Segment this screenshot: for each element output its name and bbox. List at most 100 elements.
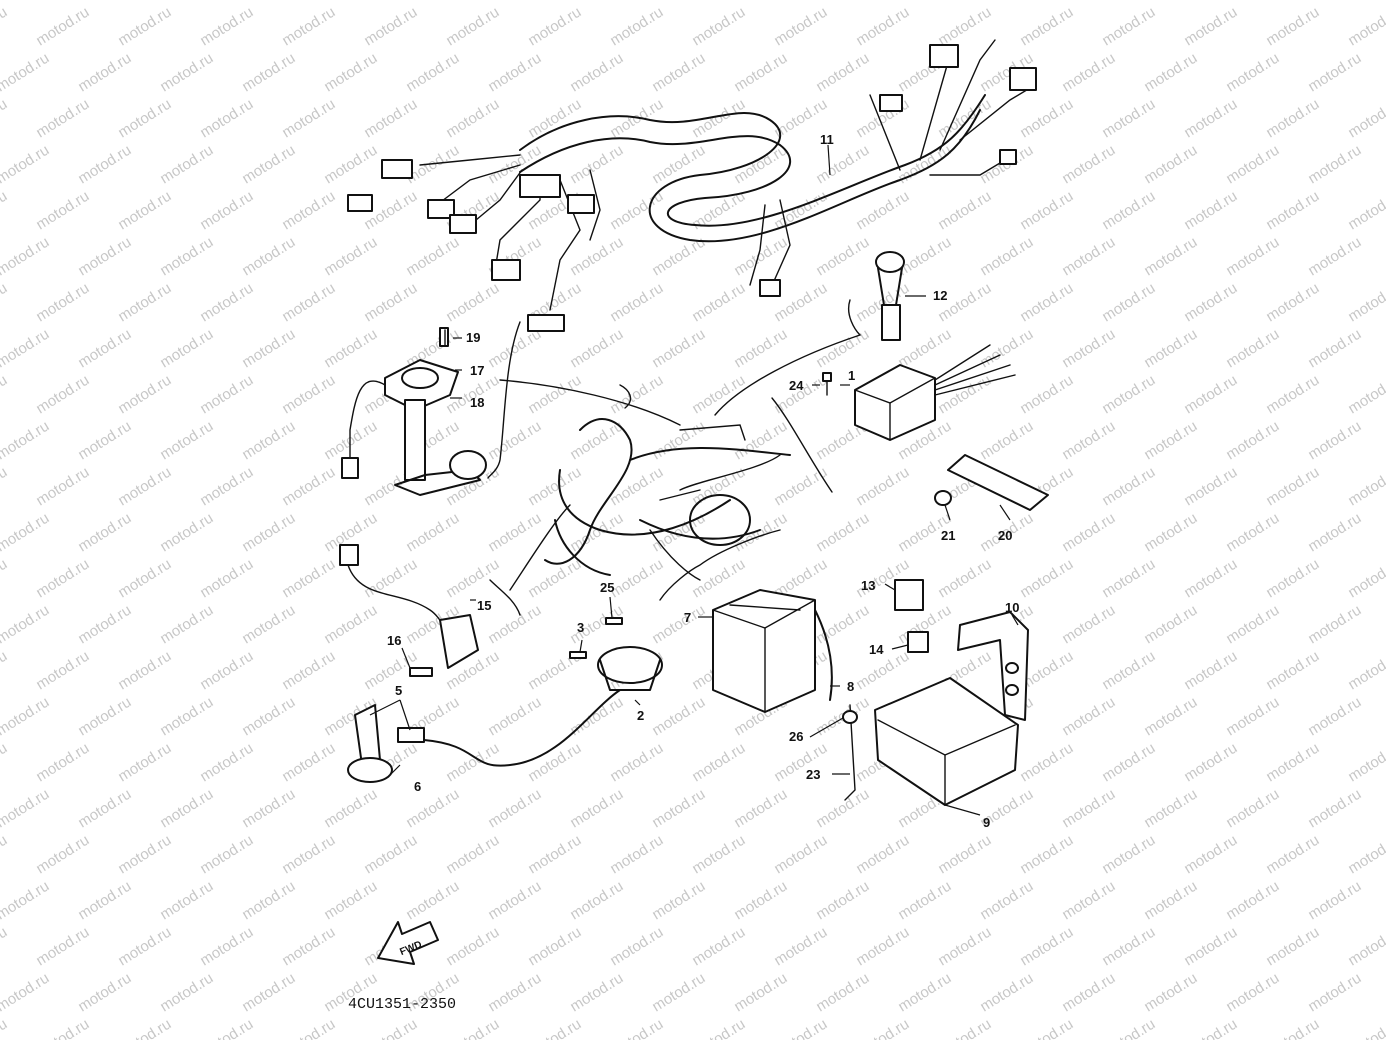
- watermark-text: motod.ru: [1059, 970, 1118, 1016]
- callout-11: 11: [820, 132, 834, 147]
- watermark-text: motod.ru: [485, 510, 544, 556]
- callout-26: 26: [789, 729, 803, 744]
- watermark-text: motod.ru: [0, 372, 10, 418]
- watermark-text: motod.ru: [485, 694, 544, 740]
- watermark-text: motod.ru: [1305, 418, 1364, 464]
- watermark-text: motod.ru: [853, 924, 912, 970]
- watermark-text: motod.ru: [1017, 556, 1076, 602]
- watermark-text: motod.ru: [197, 556, 256, 602]
- watermark-text: motod.ru: [1181, 372, 1240, 418]
- watermark-text: motod.ru: [115, 648, 174, 694]
- callout-6: 6: [414, 779, 421, 794]
- watermark-text: motod.ru: [731, 142, 790, 188]
- watermark-text: motod.ru: [731, 50, 790, 96]
- watermark-text: motod.ru: [771, 188, 830, 234]
- watermark-text: motod.ru: [1141, 510, 1200, 556]
- watermark-text: motod.ru: [1099, 832, 1158, 878]
- watermark-text: motod.ru: [0, 924, 10, 970]
- watermark-text: motod.ru: [731, 0, 790, 3]
- watermark-text: motod.ru: [1223, 510, 1282, 556]
- watermark-text: motod.ru: [361, 556, 420, 602]
- watermark-text: motod.ru: [0, 556, 10, 602]
- watermark-text: motod.ru: [771, 740, 830, 786]
- watermark-text: motod.ru: [321, 50, 380, 96]
- small-bolts: [444, 329, 832, 396]
- watermark-text: motod.ru: [1059, 326, 1118, 372]
- watermark-text: motod.ru: [1099, 648, 1158, 694]
- watermark-text: motod.ru: [321, 878, 380, 924]
- watermark-text: motod.ru: [197, 372, 256, 418]
- watermark-text: motod.ru: [443, 280, 502, 326]
- watermark-text: motod.ru: [197, 924, 256, 970]
- watermark-text: motod.ru: [197, 4, 256, 50]
- watermark-text: motod.ru: [935, 4, 994, 50]
- watermark-text: motod.ru: [1263, 740, 1322, 786]
- watermark-text: motod.ru: [0, 510, 52, 556]
- watermark-text: motod.ru: [321, 142, 380, 188]
- watermark-text: motod.ru: [75, 970, 134, 1016]
- watermark-text: motod.ru: [1059, 602, 1118, 648]
- part-20-plate: [934, 454, 1049, 511]
- watermark-text: motod.ru: [649, 694, 708, 740]
- watermark-text: motod.ru: [813, 234, 872, 280]
- wire-harness-part-11: [347, 39, 1037, 332]
- watermark-text: motod.ru: [771, 924, 830, 970]
- watermark-text: motod.ru: [1345, 832, 1386, 878]
- watermark-text: motod.ru: [443, 832, 502, 878]
- watermark-text: motod.ru: [1345, 464, 1386, 510]
- watermark-text: motod.ru: [1059, 142, 1118, 188]
- watermark-text: motod.ru: [1017, 740, 1076, 786]
- watermark-text: motod.ru: [0, 96, 10, 142]
- watermark-text: motod.ru: [0, 1016, 10, 1040]
- watermark-text: motod.ru: [115, 832, 174, 878]
- watermark-text: motod.ru: [1263, 464, 1322, 510]
- watermark-text: motod.ru: [977, 0, 1036, 3]
- watermark-text: motod.ru: [567, 970, 626, 1016]
- watermark-text: motod.ru: [1345, 648, 1386, 694]
- part-18-fuel-sender: [341, 327, 487, 496]
- callout-23: 23: [806, 767, 820, 782]
- watermark-text: motod.ru: [0, 970, 52, 1016]
- watermark-text: motod.ru: [33, 556, 92, 602]
- watermark-text: motod.ru: [853, 832, 912, 878]
- callout-12: 12: [933, 288, 947, 303]
- watermark-text: motod.ru: [361, 280, 420, 326]
- watermark-text: motod.ru: [935, 832, 994, 878]
- watermark-text: motod.ru: [279, 1016, 338, 1040]
- callout-3: 3: [577, 620, 584, 635]
- part-7-battery: [712, 589, 833, 713]
- watermark-text: motod.ru: [115, 188, 174, 234]
- watermark-text: motod.ru: [689, 4, 748, 50]
- callout-20: 20: [998, 528, 1012, 543]
- watermark-text: motod.ru: [1181, 740, 1240, 786]
- watermark-text: motod.ru: [567, 0, 626, 3]
- watermark-text: motod.ru: [157, 0, 216, 3]
- watermark-text: motod.ru: [157, 326, 216, 372]
- leader-lines: [369, 144, 1019, 816]
- watermark-text: motod.ru: [977, 234, 1036, 280]
- watermark-text: motod.ru: [771, 1016, 830, 1040]
- watermark-text: motod.ru: [75, 0, 134, 3]
- part-12-knob: [875, 251, 905, 341]
- watermark-text: motod.ru: [485, 326, 544, 372]
- callout-15: 15: [477, 598, 491, 613]
- watermark-text: motod.ru: [197, 832, 256, 878]
- watermark-text: motod.ru: [75, 786, 134, 832]
- watermark-text: motod.ru: [1345, 924, 1386, 970]
- watermark-text: motod.ru: [485, 602, 544, 648]
- watermark-text: motod.ru: [1181, 832, 1240, 878]
- watermark-text: motod.ru: [649, 326, 708, 372]
- watermark-text: motod.ru: [33, 280, 92, 326]
- watermark-text: motod.ru: [731, 786, 790, 832]
- watermark-text: motod.ru: [321, 602, 380, 648]
- watermark-text: motod.ru: [1263, 1016, 1322, 1040]
- watermark-text: motod.ru: [607, 372, 666, 418]
- watermark-text: motod.ru: [485, 970, 544, 1016]
- watermark-text: motod.ru: [75, 50, 134, 96]
- watermark-text: motod.ru: [0, 648, 10, 694]
- watermark-text: motod.ru: [1223, 0, 1282, 3]
- watermark-text: motod.ru: [1345, 4, 1386, 50]
- watermark-text: motod.ru: [935, 924, 994, 970]
- watermark-text: motod.ru: [239, 50, 298, 96]
- watermark-text: motod.ru: [731, 326, 790, 372]
